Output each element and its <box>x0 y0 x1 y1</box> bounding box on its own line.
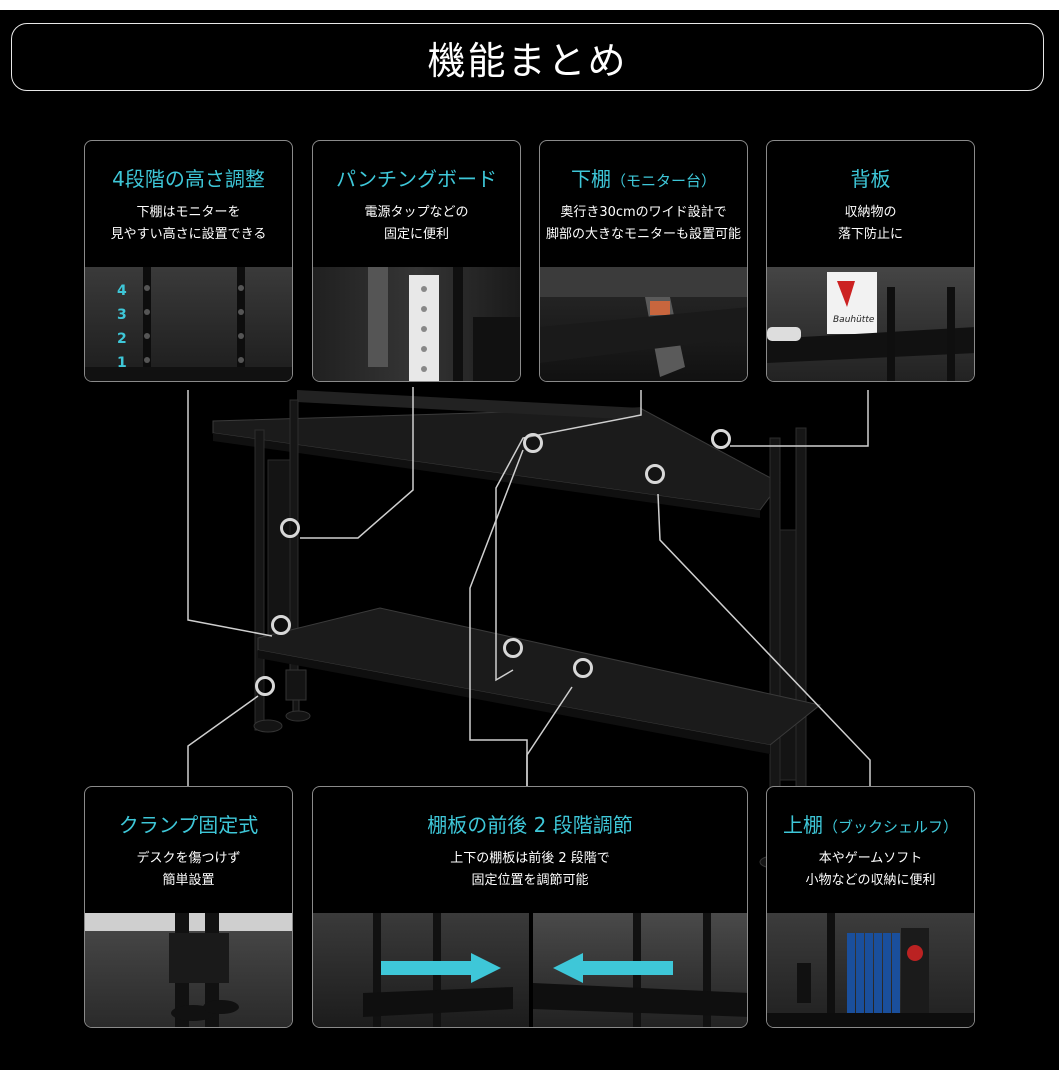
level-label-4: 4 <box>117 283 127 299</box>
arrow-right-icon <box>381 953 501 983</box>
callout-ring-icon <box>503 638 523 658</box>
card-title: 4段階の高さ調整 <box>112 167 265 191</box>
shelf-adjust-photo-left <box>313 913 529 1027</box>
card-title: クランプ固定式 <box>118 813 259 837</box>
level-label-3: 3 <box>117 307 127 323</box>
card-title: パンチングボード <box>336 167 497 191</box>
card-punching-board: パンチングボード 電源タップなどの 固定に便利 <box>312 140 521 382</box>
card-two-step-adjust: 棚板の前後 2 段階調節 上下の棚板は前後 2 段階で 固定位置を調節可能 <box>312 786 748 1028</box>
level-label-2: 2 <box>117 331 127 347</box>
card-title: 上棚（ブックシェルフ） <box>767 809 974 838</box>
card-height-adjust: 4段階の高さ調整 下棚はモニターを 見やすい高さに設置できる 4 3 2 1 <box>84 140 293 382</box>
card-description: 奥行き30cmのワイド設計で 脚部の大きなモニターも設置可能 <box>545 205 741 242</box>
level-label-1: 1 <box>117 355 127 371</box>
card-title: 下棚（モニター台） <box>540 163 747 192</box>
shelf-diagram <box>130 285 871 869</box>
card-description: デスクを傷つけず 簡単設置 <box>136 851 241 888</box>
card-description: 収納物の 落下防止に <box>837 205 903 242</box>
page-title: 機能まとめ <box>427 38 628 83</box>
card-description: 上下の棚板は前後 2 段階で 固定位置を調節可能 <box>450 851 610 888</box>
card-title: 背板 <box>850 167 891 191</box>
height-adjust-photo: 4 3 2 1 <box>85 267 292 381</box>
monitor-stand-photo <box>540 267 747 381</box>
card-title: 棚板の前後 2 段階調節 <box>427 813 633 837</box>
book-brand-text: Bauhütte <box>833 315 875 325</box>
back-panel-photo: Bauhütte <box>767 267 974 381</box>
callout-lines <box>187 387 871 795</box>
card-lower-shelf: 下棚（モニター台） 奥行き30cmのワイド設計で 脚部の大きなモニターも設置可能 <box>539 140 748 382</box>
card-description: 電源タップなどの 固定に便利 <box>364 205 469 242</box>
card-title-main: 上棚 <box>782 813 823 837</box>
callout-ring-icon <box>255 676 275 696</box>
card-title-main: 下棚 <box>570 167 611 191</box>
lower-shelf-illustration <box>257 607 822 754</box>
title-box: 機能まとめ <box>11 23 1044 91</box>
callout-ring-icon <box>711 429 731 449</box>
card-title-sub: （ブックシェルフ） <box>822 818 958 836</box>
bookshelf-photo <box>767 913 974 1027</box>
punching-board-photo <box>313 267 520 381</box>
card-title-sub: （モニター台） <box>610 172 716 190</box>
card-back-panel: 背板 収納物の 落下防止に Bauhütte <box>766 140 975 382</box>
callout-ring-icon <box>573 658 593 678</box>
clamp-photo <box>85 913 292 1027</box>
card-description: 本やゲームソフト 小物などの収納に便利 <box>805 851 936 888</box>
card-upper-shelf: 上棚（ブックシェルフ） 本やゲームソフト 小物などの収納に便利 <box>766 786 975 1028</box>
callout-ring-icon <box>645 464 665 484</box>
upper-shelf-illustration <box>212 390 781 518</box>
card-description: 下棚はモニターを 見やすい高さに設置できる <box>110 205 267 242</box>
arrow-left-icon <box>553 953 673 983</box>
shelf-adjust-photo-right <box>533 913 747 1027</box>
feature-summary-canvas: 機能まとめ 4段階の高さ調整 下棚はモニターを 見やすい高さに設置できる 4 3… <box>0 10 1059 1070</box>
callout-ring-icon <box>280 518 300 538</box>
callout-ring-icon <box>271 615 291 635</box>
callout-ring-icon <box>523 433 543 453</box>
card-clamp: クランプ固定式 デスクを傷つけず 簡単設置 <box>84 786 293 1028</box>
